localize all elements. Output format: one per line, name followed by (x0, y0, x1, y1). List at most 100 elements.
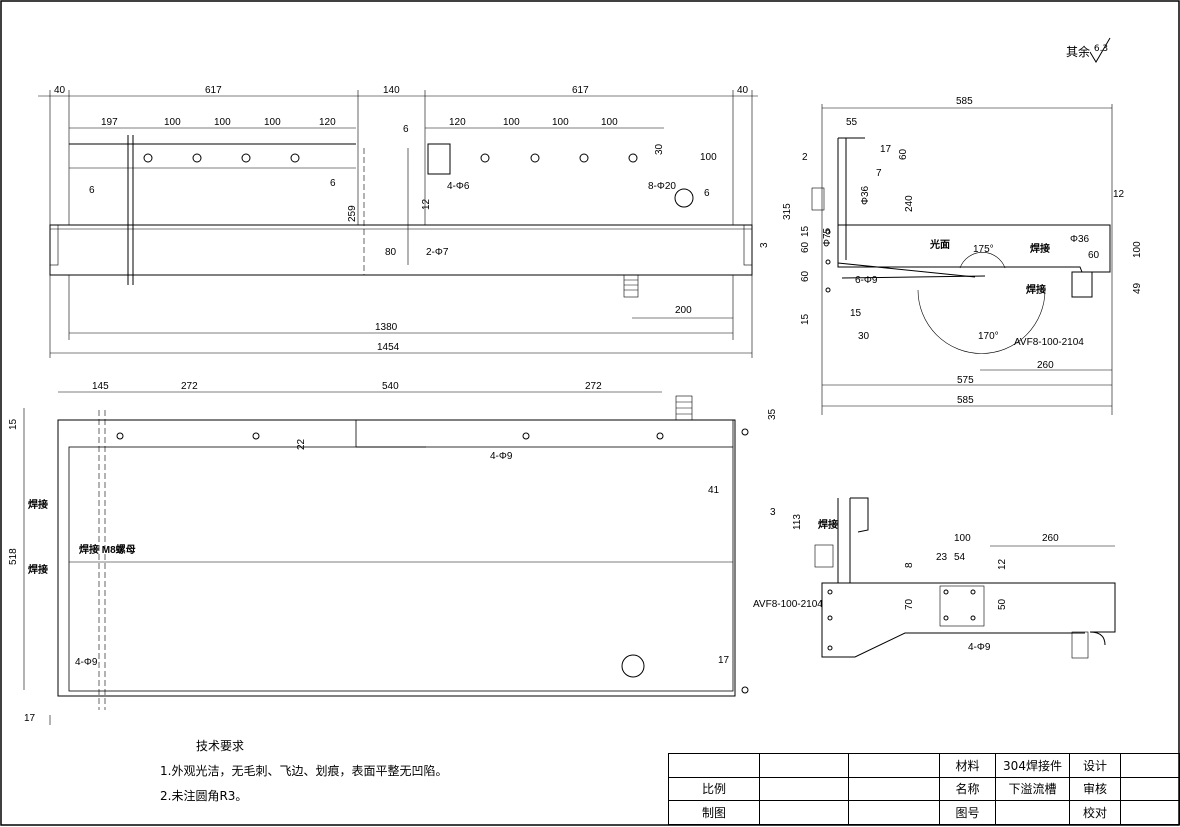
svg-text:100: 100 (552, 117, 569, 128)
svg-text:617: 617 (572, 85, 589, 96)
svg-text:2: 2 (802, 152, 808, 163)
detail-view-labels: 焊接 (818, 518, 838, 531)
svg-text:15: 15 (800, 225, 811, 237)
svg-text:80: 80 (385, 247, 397, 258)
svg-text:70: 70 (904, 598, 915, 610)
tech-requirements-title: 技术要求 (196, 739, 245, 753)
design-label: 设计 (1069, 753, 1121, 778)
svg-text:12: 12 (1113, 189, 1125, 200)
svg-text:40: 40 (54, 85, 66, 96)
svg-text:197: 197 (101, 117, 118, 128)
svg-text:6: 6 (330, 178, 336, 189)
svg-text:光面: 光面 (929, 238, 950, 251)
scale-label: 比例 (668, 776, 760, 802)
svg-text:1454: 1454 (377, 342, 400, 353)
detail-view (814, 497, 1116, 659)
check-label: 校对 (1069, 800, 1121, 825)
svg-text:2-Φ7: 2-Φ7 (426, 247, 449, 258)
svg-text:8: 8 (904, 562, 915, 568)
roughness-check-icon (1089, 37, 1111, 63)
svg-text:17: 17 (718, 655, 730, 666)
svg-text:100: 100 (164, 117, 181, 128)
svg-text:260: 260 (1037, 360, 1054, 371)
svg-text:585: 585 (956, 96, 973, 107)
svg-text:120: 120 (449, 117, 466, 128)
roughness-value: 6.3 (1093, 44, 1109, 54)
svg-text:AVF8-100-2104: AVF8-100-2104 (753, 599, 823, 610)
svg-text:6: 6 (704, 188, 710, 199)
svg-text:55: 55 (846, 117, 858, 128)
tech-requirement-2: 2.未注圆角R3。 (160, 789, 248, 803)
svg-text:145: 145 (92, 381, 109, 392)
svg-text:100: 100 (503, 117, 520, 128)
svg-text:焊接: 焊接 (818, 518, 838, 531)
svg-text:175°: 175° (973, 244, 994, 255)
roughness-note: 其余 6.3 (1066, 43, 1108, 60)
svg-text:170°: 170° (978, 331, 999, 342)
svg-text:焊接 M8螺母: 焊接 M8螺母 (79, 543, 136, 556)
svg-text:焊接: 焊接 (1026, 283, 1046, 296)
name-value: 下溢流槽 (995, 776, 1070, 802)
svg-text:12: 12 (997, 558, 1008, 570)
svg-text:100: 100 (601, 117, 618, 128)
svg-text:140: 140 (383, 85, 400, 96)
svg-text:41: 41 (708, 485, 720, 496)
side-view (811, 104, 1113, 415)
svg-text:540: 540 (382, 381, 399, 392)
svg-text:49: 49 (1132, 282, 1143, 294)
drawing-no-label: 图号 (939, 800, 996, 825)
svg-text:240: 240 (904, 195, 915, 212)
svg-text:272: 272 (585, 381, 602, 392)
svg-text:585: 585 (957, 395, 974, 406)
svg-text:焊接: 焊接 (1030, 242, 1050, 255)
svg-text:30: 30 (654, 143, 665, 155)
svg-text:35: 35 (767, 408, 778, 420)
svg-text:Φ75: Φ75 (822, 227, 833, 247)
svg-text:3: 3 (770, 507, 776, 518)
svg-text:Φ36: Φ36 (1070, 234, 1090, 245)
front-view (38, 90, 758, 358)
svg-text:60: 60 (898, 148, 909, 160)
plan-view (23, 391, 749, 725)
svg-text:17: 17 (880, 144, 892, 155)
svg-text:120: 120 (319, 117, 336, 128)
svg-text:焊接: 焊接 (28, 498, 48, 511)
svg-text:60: 60 (1088, 250, 1100, 261)
svg-text:200: 200 (675, 305, 692, 316)
svg-text:22: 22 (296, 438, 307, 450)
svg-text:7: 7 (876, 168, 882, 179)
review-label: 审核 (1069, 776, 1121, 802)
tech-requirement-1: 1.外观光洁，无毛刺、飞边、划痕，表面平整无凹陷。 (160, 764, 448, 778)
svg-text:12: 12 (421, 198, 432, 210)
front-view-dims: 40 617 140 617 40 197 100 100 100 120 120 100 100 1… (54, 85, 793, 353)
svg-text:315: 315 (782, 203, 793, 220)
material-label: 材料 (939, 753, 996, 778)
svg-text:100: 100 (1132, 241, 1143, 258)
svg-text:4-Φ6: 4-Φ6 (447, 181, 470, 192)
svg-text:100: 100 (264, 117, 281, 128)
svg-text:15: 15 (8, 418, 19, 430)
svg-text:518: 518 (8, 548, 19, 565)
svg-text:40: 40 (737, 85, 749, 96)
svg-text:30: 30 (858, 331, 870, 342)
svg-text:60: 60 (800, 241, 811, 253)
svg-text:260: 260 (1042, 533, 1059, 544)
svg-text:AVF8-100-2104: AVF8-100-2104 (1014, 337, 1084, 348)
svg-text:17: 17 (24, 713, 36, 724)
svg-text:Φ36: Φ36 (860, 185, 871, 205)
drawn-label: 制图 (668, 800, 760, 825)
roughness-label: 其余 (1066, 45, 1091, 59)
svg-text:23: 23 (936, 552, 948, 563)
svg-text:259: 259 (347, 205, 358, 222)
svg-text:272: 272 (181, 381, 198, 392)
svg-text:100: 100 (214, 117, 231, 128)
svg-text:100: 100 (700, 152, 717, 163)
svg-text:50: 50 (997, 598, 1008, 610)
svg-text:617: 617 (205, 85, 222, 96)
svg-text:4-Φ9: 4-Φ9 (75, 657, 98, 668)
